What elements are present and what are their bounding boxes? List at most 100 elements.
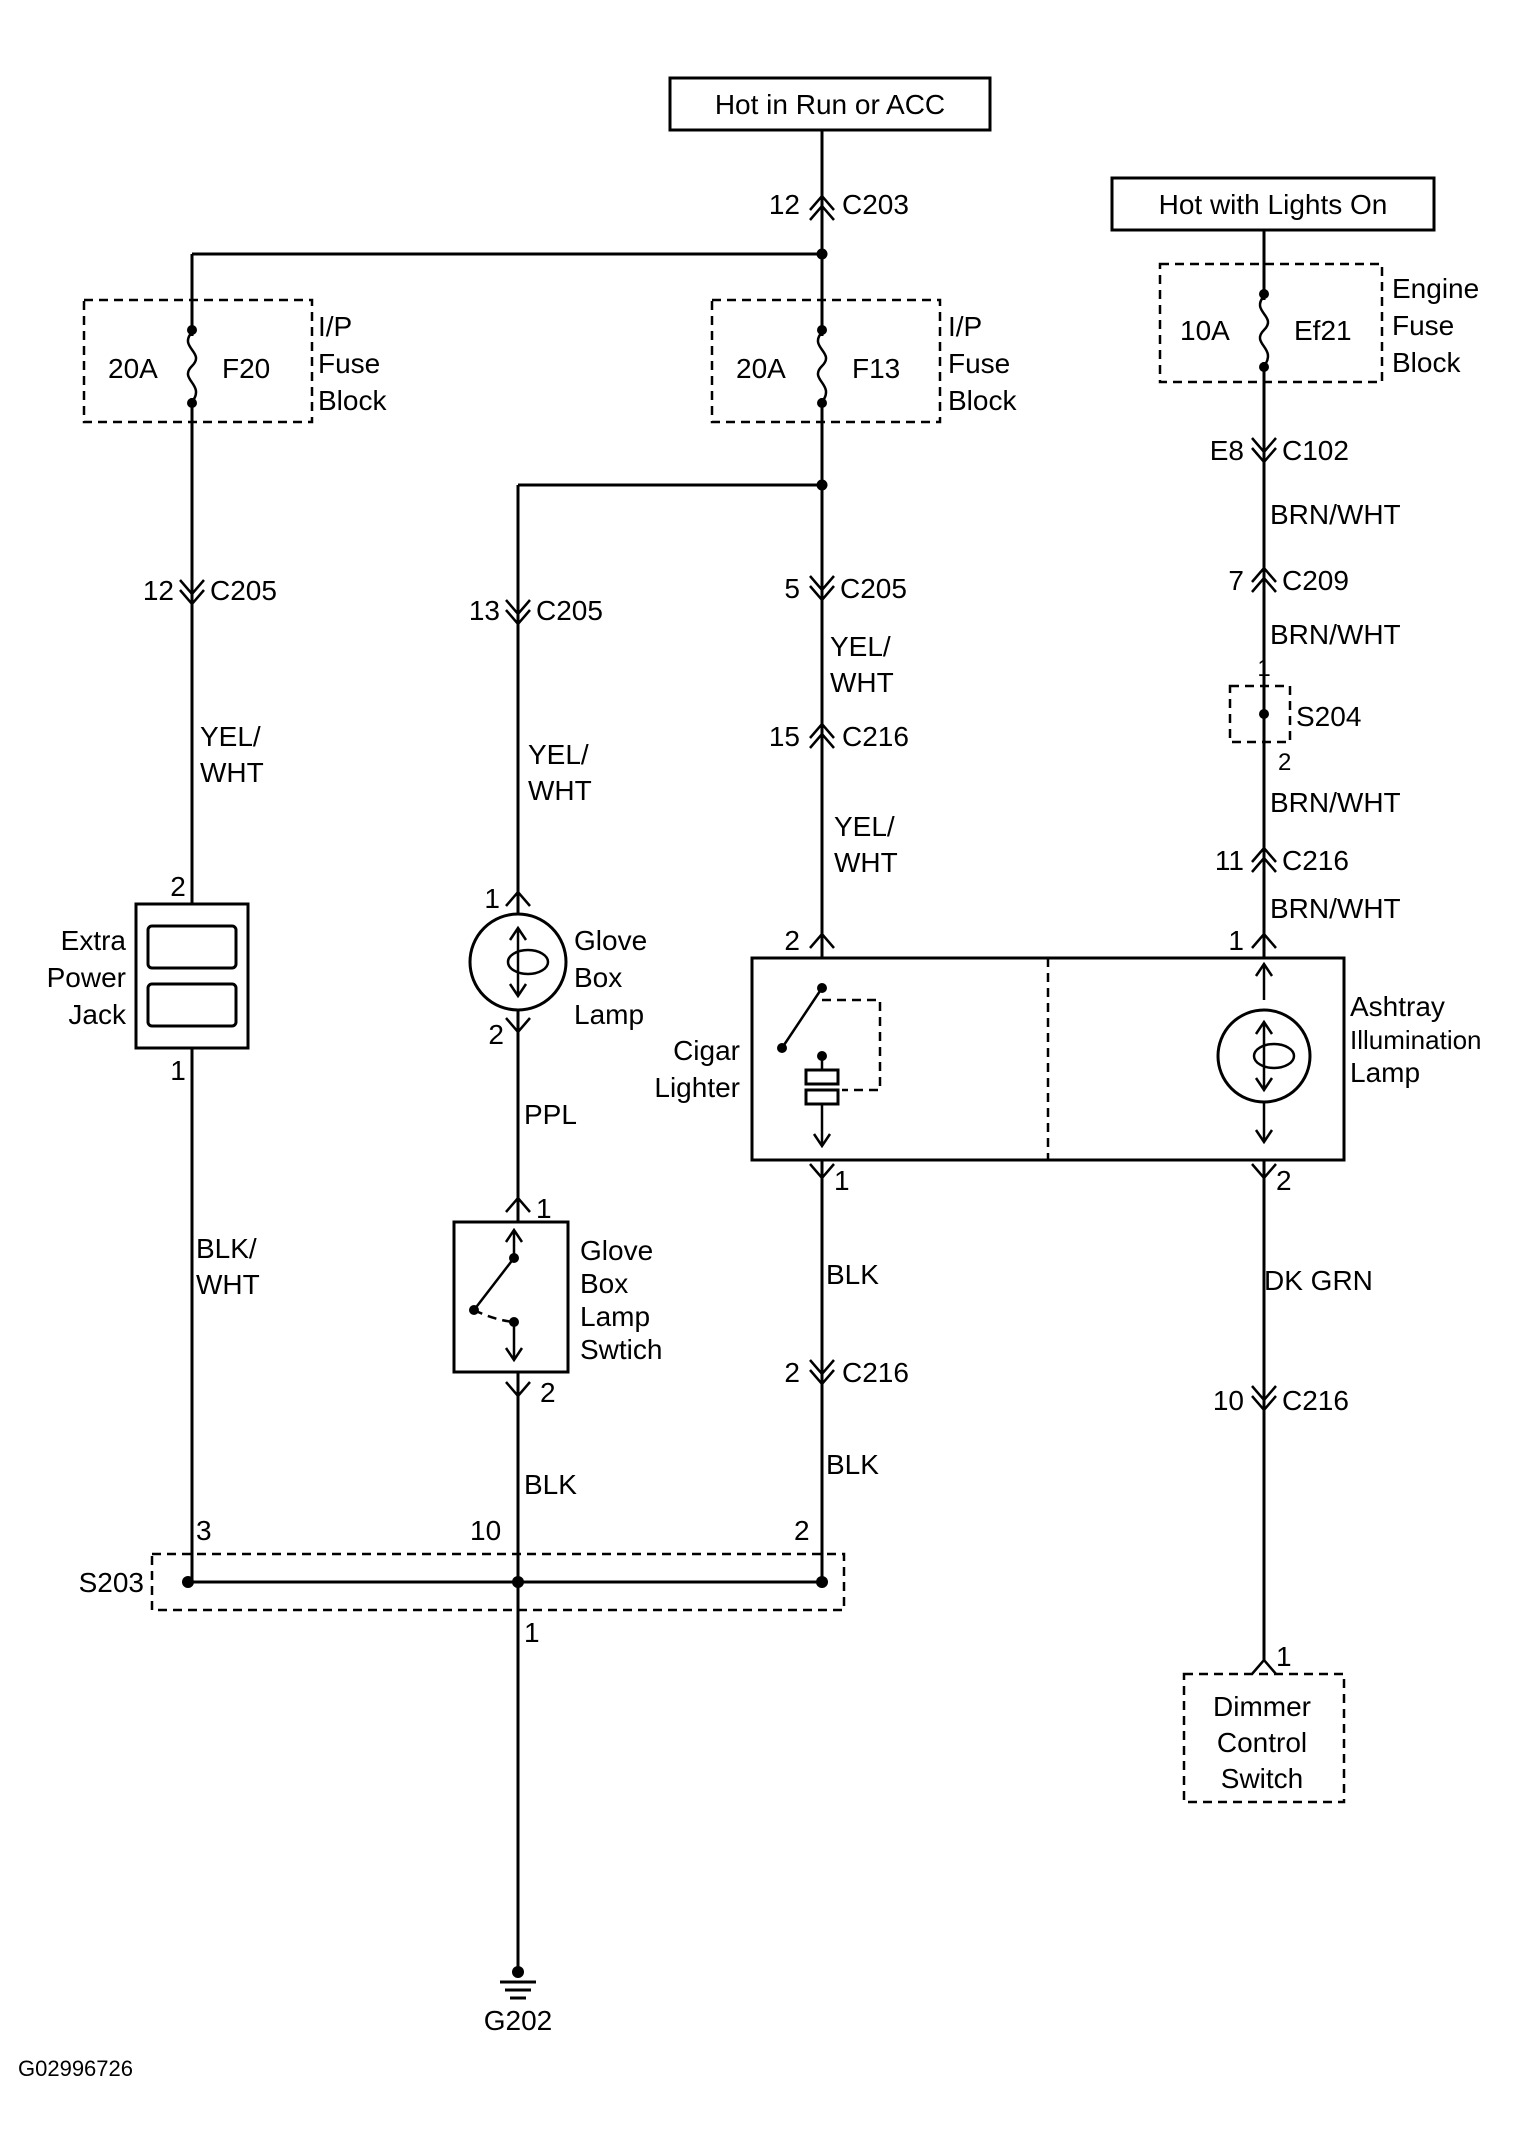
extra-power-jack-label-1: Extra — [61, 925, 127, 956]
glove-switch-label-4: Swtich — [580, 1334, 662, 1365]
ashtray-pin-2: 2 — [1276, 1165, 1292, 1196]
fuse-f13-block-label-2: Fuse — [948, 348, 1010, 379]
s203-pin-3: 3 — [196, 1515, 212, 1546]
connector-c209-name: C209 — [1282, 565, 1349, 596]
wire-label-brn-1: BRN/WHT — [1270, 499, 1401, 530]
connector-c216-2-name: C216 — [842, 1357, 909, 1388]
source-lights-on-label: Hot with Lights On — [1159, 189, 1388, 220]
fuse-f20-block-label-2: Fuse — [318, 348, 380, 379]
connector-c216-11: 11 C216 — [1215, 845, 1349, 876]
wire-label-jack-2: WHT — [200, 757, 264, 788]
ashtray-pin-1: 1 — [1228, 925, 1244, 956]
connector-c209: 7 C209 — [1228, 565, 1349, 596]
engine-block-label-2: Fuse — [1392, 310, 1454, 341]
glove-box-lamp: 1 2 Glove Box Lamp — [468, 883, 647, 1050]
s203-label: S203 — [79, 1567, 144, 1598]
s204-label: S204 — [1296, 701, 1361, 732]
fuse-f20-block-label-1: I/P — [318, 311, 352, 342]
fuse-ef21-id: Ef21 — [1294, 315, 1352, 346]
connector-c205-c: 5 C205 — [784, 573, 907, 604]
glove-box-lamp-switch: 1 2 Glove Box Lamp Swtich — [452, 1193, 662, 1408]
s203-pin-10: 10 — [470, 1515, 501, 1546]
connector-c102-name: C102 — [1282, 435, 1349, 466]
engine-block-label-3: Block — [1392, 347, 1461, 378]
connector-c216-15: 15 C216 — [769, 721, 909, 752]
cigar-label-1: Cigar — [673, 1035, 740, 1066]
figure-id: G02996726 — [18, 2056, 133, 2081]
fuse-block-ef21: 10A Ef21 Engine Fuse Block — [1158, 262, 1479, 384]
connector-c216-2-pin: 2 — [784, 1357, 800, 1388]
connector-c216-15-pin: 15 — [769, 721, 800, 752]
connector-c205-a-pin: 12 — [143, 575, 174, 606]
connector-c205-a: 12 C205 — [143, 575, 277, 606]
cigar-lighter: 2 1 Cigar Lighter — [654, 925, 882, 1196]
fuse-f13-block-label-3: Block — [948, 385, 1017, 416]
wire-label-cigar-a-1: YEL/ — [830, 631, 891, 662]
connector-c205-b-name: C205 — [536, 595, 603, 626]
wire-label-glove-ground: BLK — [524, 1469, 577, 1500]
wire-labels: YEL/ WHT YEL/ WHT YEL/ WHT YEL/ WHT BRN/… — [196, 499, 1401, 1500]
glove-switch-label-1: Glove — [580, 1235, 653, 1266]
fuse-ef21-rating: 10A — [1180, 315, 1230, 346]
wire-label-jack-1: YEL/ — [200, 721, 261, 752]
connector-c205-c-pin: 5 — [784, 573, 800, 604]
fuse-block-f20: 20A F20 I/P Fuse Block — [82, 298, 387, 424]
connector-c203: 12 C203 — [769, 189, 909, 221]
extra-power-jack-label-2: Power — [47, 962, 126, 993]
splice-s203: 3 10 2 1 S203 — [79, 1515, 846, 1648]
connector-c216-11-pin: 11 — [1215, 845, 1244, 876]
wire-label-cigar-ground-1: BLK — [826, 1259, 879, 1290]
wire-label-cigar-b-1: YEL/ — [834, 811, 895, 842]
connector-c205-a-name: C205 — [210, 575, 277, 606]
cigar-label-2: Lighter — [654, 1072, 740, 1103]
connector-c216-2: 2 C216 — [784, 1357, 909, 1388]
dimmer-label-2: Control — [1217, 1727, 1307, 1758]
engine-block-label-1: Engine — [1392, 273, 1479, 304]
source-run-acc: Hot in Run or ACC — [668, 76, 992, 132]
connector-c216-15-name: C216 — [842, 721, 909, 752]
fuse-f20-id: F20 — [222, 353, 270, 384]
glove-lamp-label-2: Box — [574, 962, 622, 993]
glove-lamp-pin-1: 1 — [484, 883, 500, 914]
junction-top — [816, 248, 828, 260]
dimmer-control-switch: 1 Dimmer Control Switch — [1182, 1641, 1346, 1804]
connector-c216-10-name: C216 — [1282, 1385, 1349, 1416]
s203-pin-1: 1 — [524, 1617, 540, 1648]
wire-label-jack-ground-2: WHT — [196, 1269, 260, 1300]
wire-label-glove-1: YEL/ — [528, 739, 589, 770]
extra-power-jack: 2 1 Extra Power Jack — [47, 871, 250, 1086]
connector-c216-10: 10 C216 — [1213, 1385, 1349, 1416]
junction-glove-branch — [816, 479, 828, 491]
connector-c209-pin: 7 — [1228, 565, 1244, 596]
connector-c205-b: 13 C205 — [469, 595, 603, 626]
glove-lamp-label-1: Glove — [574, 925, 647, 956]
wire-label-glove-2: WHT — [528, 775, 592, 806]
extra-power-jack-label-3: Jack — [68, 999, 127, 1030]
glove-switch-pin-1: 1 — [536, 1193, 552, 1224]
s204-pin-2: 2 — [1278, 749, 1291, 776]
connector-c216-10-pin: 10 — [1213, 1385, 1244, 1416]
ashtray-label-2: Illumination — [1350, 1025, 1482, 1055]
dimmer-label-3: Switch — [1221, 1763, 1303, 1794]
ground-g202: G202 — [484, 1966, 553, 2036]
cigar-pin-1: 1 — [834, 1165, 850, 1196]
wire-label-dk-grn: DK GRN — [1264, 1265, 1373, 1296]
wire-label-jack-ground-1: BLK/ — [196, 1233, 257, 1264]
cigar-ashtray-module: 2 1 Cigar Lighter 1 2 Ashtray Illuminati… — [654, 925, 1481, 1196]
dimmer-label-1: Dimmer — [1213, 1691, 1311, 1722]
connector-c203-pin: 12 — [769, 189, 800, 220]
ashtray-label-1: Ashtray — [1350, 991, 1445, 1022]
glove-lamp-label-3: Lamp — [574, 999, 644, 1030]
extra-power-jack-pin-2: 2 — [170, 871, 186, 902]
fuse-f13-rating: 20A — [736, 353, 786, 384]
fuse-f13-id: F13 — [852, 353, 900, 384]
fuse-f20-rating: 20A — [108, 353, 158, 384]
wire-label-cigar-a-2: WHT — [830, 667, 894, 698]
wire-label-brn-4: BRN/WHT — [1270, 893, 1401, 924]
glove-switch-label-2: Box — [580, 1268, 628, 1299]
ground-label: G202 — [484, 2005, 553, 2036]
cigar-pin-2: 2 — [784, 925, 800, 956]
ashtray-lamp: 1 2 Ashtray Illumination Lamp — [1216, 925, 1482, 1196]
glove-switch-pin-2: 2 — [540, 1377, 556, 1408]
